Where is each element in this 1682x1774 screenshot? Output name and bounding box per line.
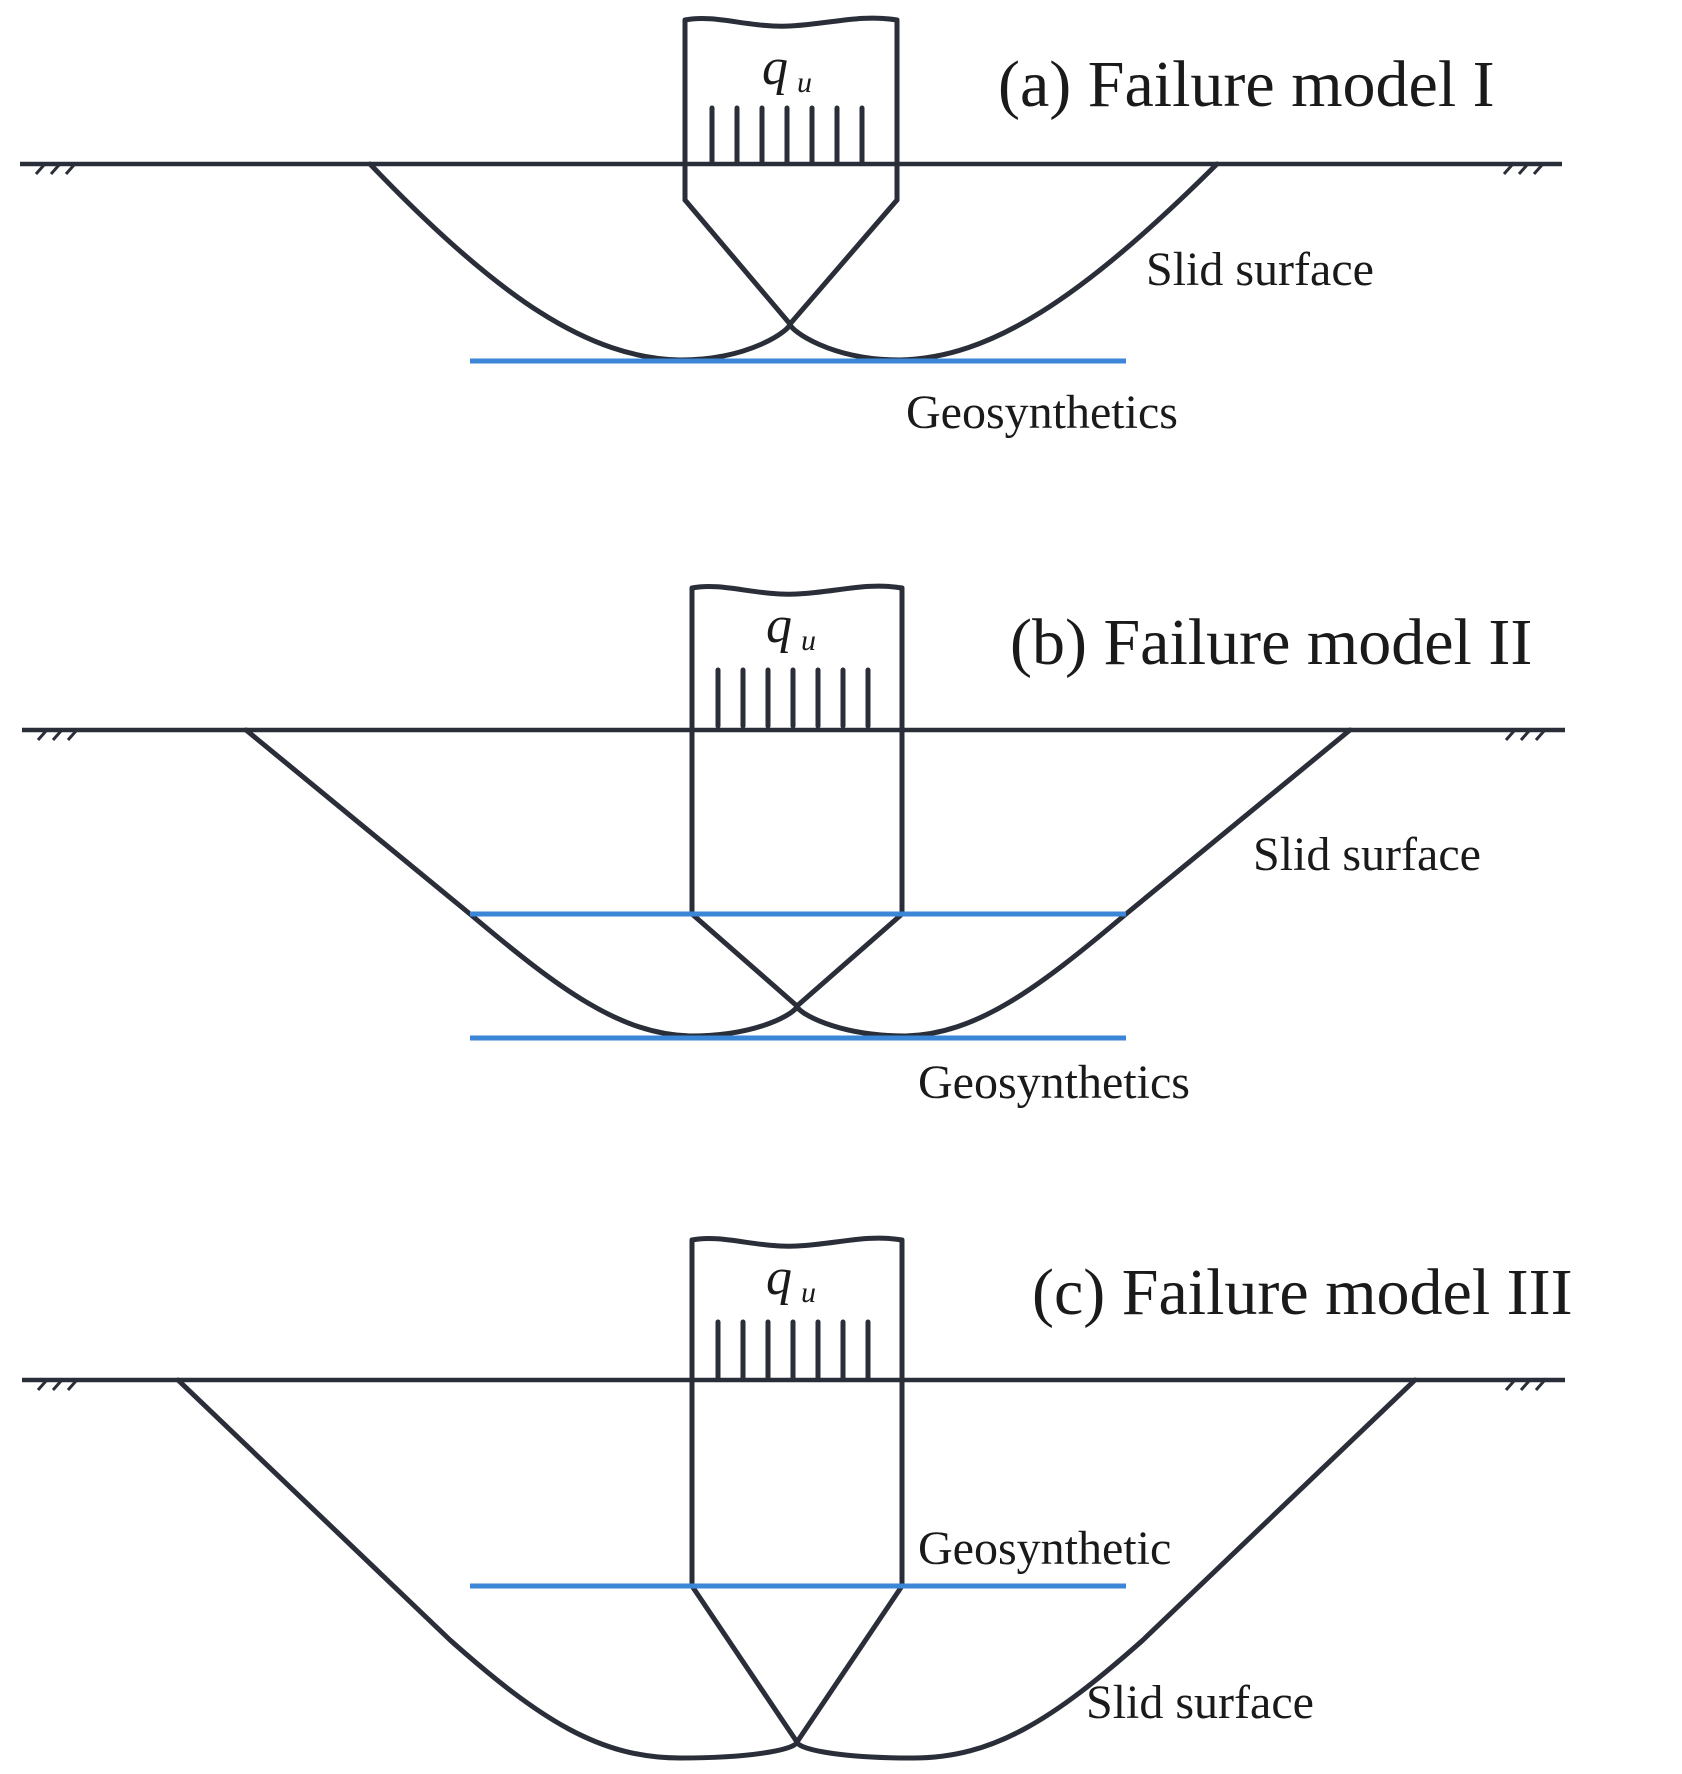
panel-a-slid-surface-label: Slid surface [1146, 243, 1374, 296]
panel-a-load-symbol: q [762, 39, 788, 96]
panel-b-slip-surface-right [794, 727, 1353, 1039]
panel-a-footing [682, 15, 900, 203]
panel-b-load-symbol: q [766, 597, 792, 654]
panel-a-ground-hatch-right [1502, 164, 1544, 175]
panel-b-active-wedge [689, 911, 905, 1009]
panel-c-load-subscript: u [801, 1276, 816, 1309]
panel-b-footing [689, 583, 905, 917]
panel-a-slip-surface-left [367, 161, 793, 363]
panel-c: (c) Failure model III q u Geosynthe [22, 1235, 1573, 1761]
panel-b-slid-surface-label: Slid surface [1253, 828, 1481, 881]
panel-a-ground-hatch-left [34, 164, 76, 175]
panel-b-slip-surface-left [243, 727, 800, 1039]
panel-b-geosynthetics-label: Geosynthetics [918, 1056, 1190, 1109]
panel-a-load-subscript: u [797, 66, 812, 99]
panel-b-load-arrows [715, 667, 871, 729]
panel-c-ground-hatch-right [1504, 1380, 1546, 1391]
panel-c-geosynthetics-label: Geosynthetic [918, 1522, 1171, 1575]
panel-a: (a) Failure model I q u Slid surfac [20, 15, 1562, 439]
panel-a-title: (a) Failure model I [998, 48, 1495, 121]
panel-b-ground-hatch-left [36, 730, 78, 741]
panel-a-active-wedge [682, 197, 900, 327]
panel-a-geosynthetics-label: Geosynthetics [906, 386, 1178, 439]
panel-c-slip-surface-left [175, 1377, 800, 1761]
panel-b-title: (b) Failure model II [1010, 606, 1532, 679]
panel-c-load-symbol: q [766, 1249, 792, 1306]
panel-c-load-arrows [715, 1319, 871, 1381]
panel-a-slip-surface-right [787, 161, 1220, 363]
panel-c-ground-hatch-left [36, 1380, 78, 1391]
panel-b: (b) Failure model II q u Slid [22, 583, 1565, 1109]
panel-c-active-wedge [689, 1583, 905, 1745]
panel-c-slid-surface-label: Slid surface [1086, 1676, 1314, 1729]
panel-c-slip-surface-right [794, 1377, 1418, 1761]
panel-c-footing [689, 1235, 905, 1589]
panel-b-load-subscript: u [801, 624, 816, 657]
panel-b-ground-hatch-right [1504, 730, 1546, 741]
panel-c-title: (c) Failure model III [1032, 1256, 1573, 1329]
panel-a-load-arrows [709, 105, 865, 165]
